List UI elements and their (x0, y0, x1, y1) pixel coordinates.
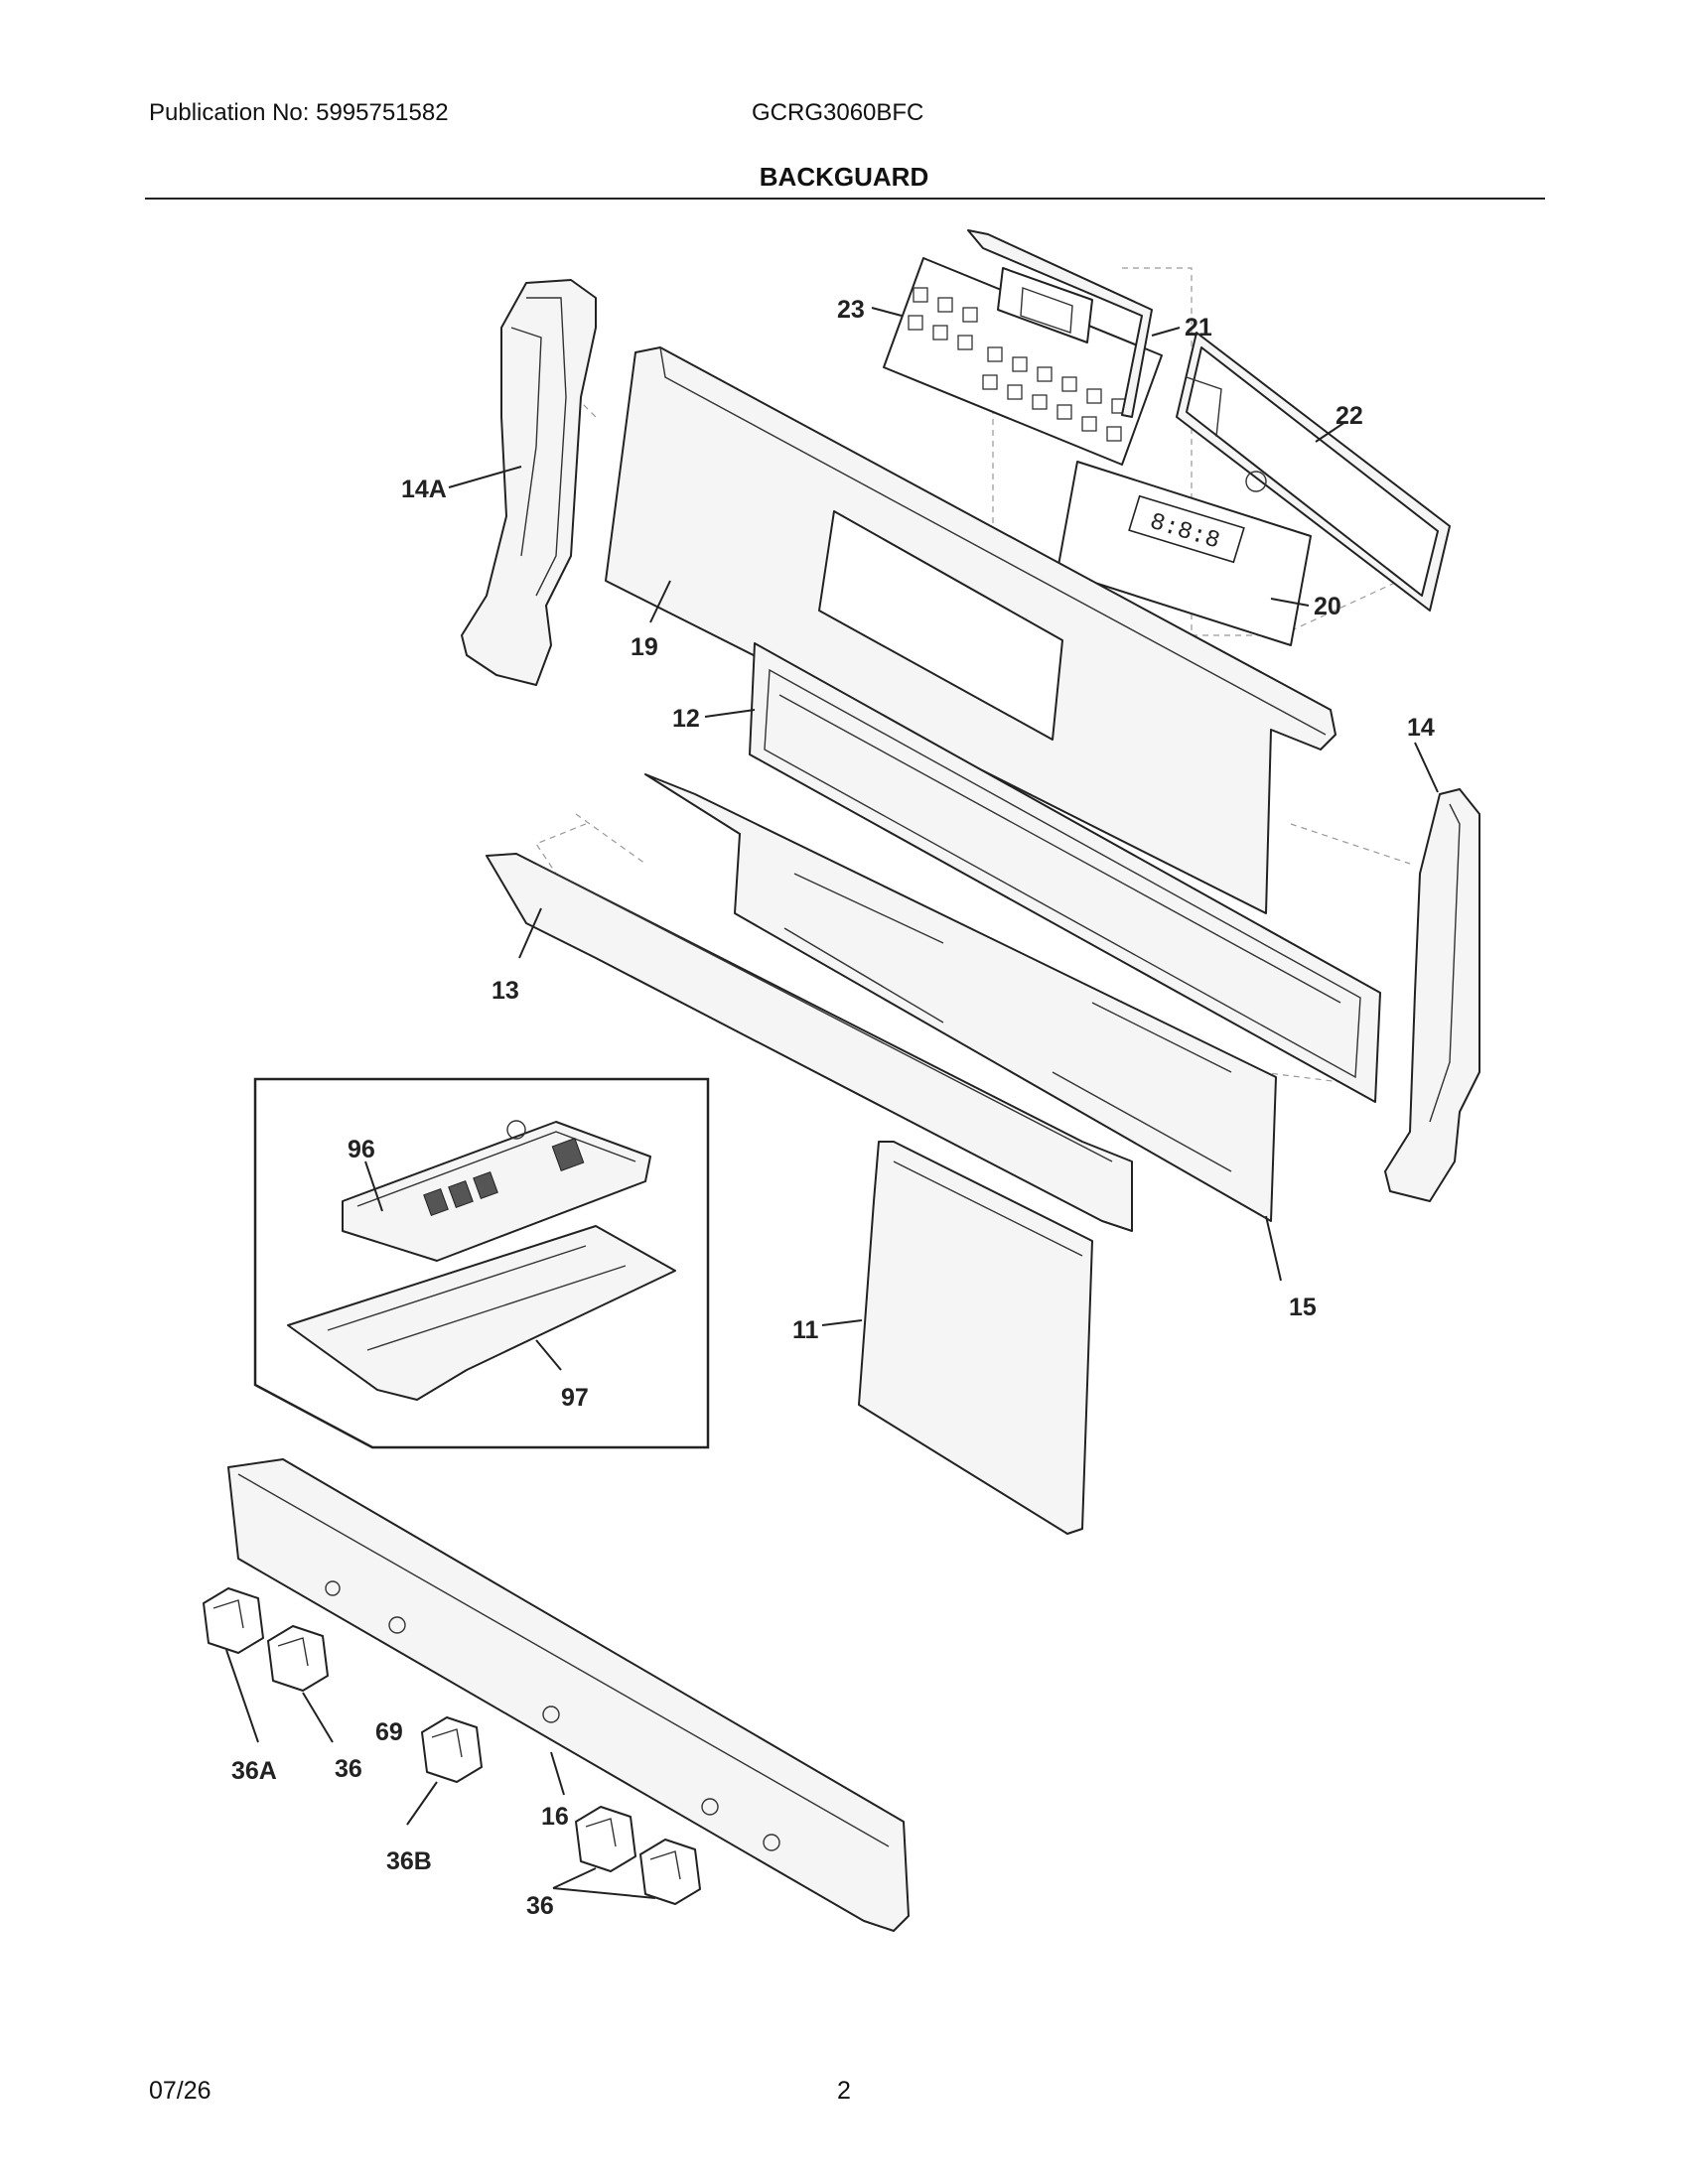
callout-19: 19 (631, 633, 658, 661)
inset-box (253, 1077, 710, 1449)
callout-11: 11 (792, 1316, 819, 1344)
leader-lines (225, 307, 1439, 1899)
keypad-membrane (883, 257, 1163, 466)
control-housing (1176, 332, 1451, 612)
knob-36a (203, 1587, 264, 1654)
callout-96: 96 (348, 1136, 375, 1163)
knob-36-bottom-b (639, 1839, 701, 1905)
keypad-bracket (967, 229, 1153, 418)
callout-36-bottom: 36 (526, 1892, 554, 1920)
page-number: 2 (837, 2077, 851, 2105)
knob-36-bottom-a (575, 1806, 636, 1872)
knob-36b (421, 1716, 483, 1783)
model-number: GCRG3060BFC (752, 99, 924, 126)
callout-13: 13 (492, 977, 519, 1005)
callout-22: 22 (1336, 402, 1363, 430)
callout-36a: 36A (231, 1757, 277, 1785)
lower-trim-13 (486, 853, 1133, 1232)
mounting-bracket-97 (287, 1225, 676, 1401)
callout-36b: 36B (386, 1847, 432, 1875)
callout-14a: 14A (401, 476, 447, 503)
control-board-96 (342, 1120, 651, 1262)
callout-12: 12 (672, 705, 700, 733)
assembly-guide-lines (535, 267, 1411, 1083)
support-bracket-15 (644, 773, 1277, 1222)
manifold-panel-16 (227, 1458, 910, 1932)
left-end-cap (461, 279, 597, 686)
callouts: 23 21 22 14A 20 19 12 14 13 96 15 11 97 … (231, 296, 1435, 1920)
callout-15: 15 (1289, 1294, 1317, 1321)
callout-97: 97 (561, 1384, 589, 1412)
callout-14: 14 (1407, 714, 1435, 742)
display-board: 8:8:8 (1056, 461, 1312, 646)
panel-frame-12 (749, 642, 1381, 1103)
title-divider (145, 198, 1545, 200)
rear-cover-11 (858, 1141, 1093, 1535)
callout-21: 21 (1185, 314, 1212, 341)
callout-36-left: 36 (335, 1755, 362, 1783)
knob-36-left (267, 1625, 329, 1692)
right-end-cap (1384, 788, 1480, 1202)
callout-69: 69 (375, 1718, 403, 1746)
callout-20: 20 (1314, 593, 1341, 620)
callout-23: 23 (837, 296, 865, 324)
callout-16: 16 (541, 1803, 569, 1831)
footer-date: 07/26 (149, 2077, 211, 2105)
page-title: BACKGUARD (759, 162, 929, 192)
publication-number: Publication No: 5995751582 (149, 99, 449, 126)
